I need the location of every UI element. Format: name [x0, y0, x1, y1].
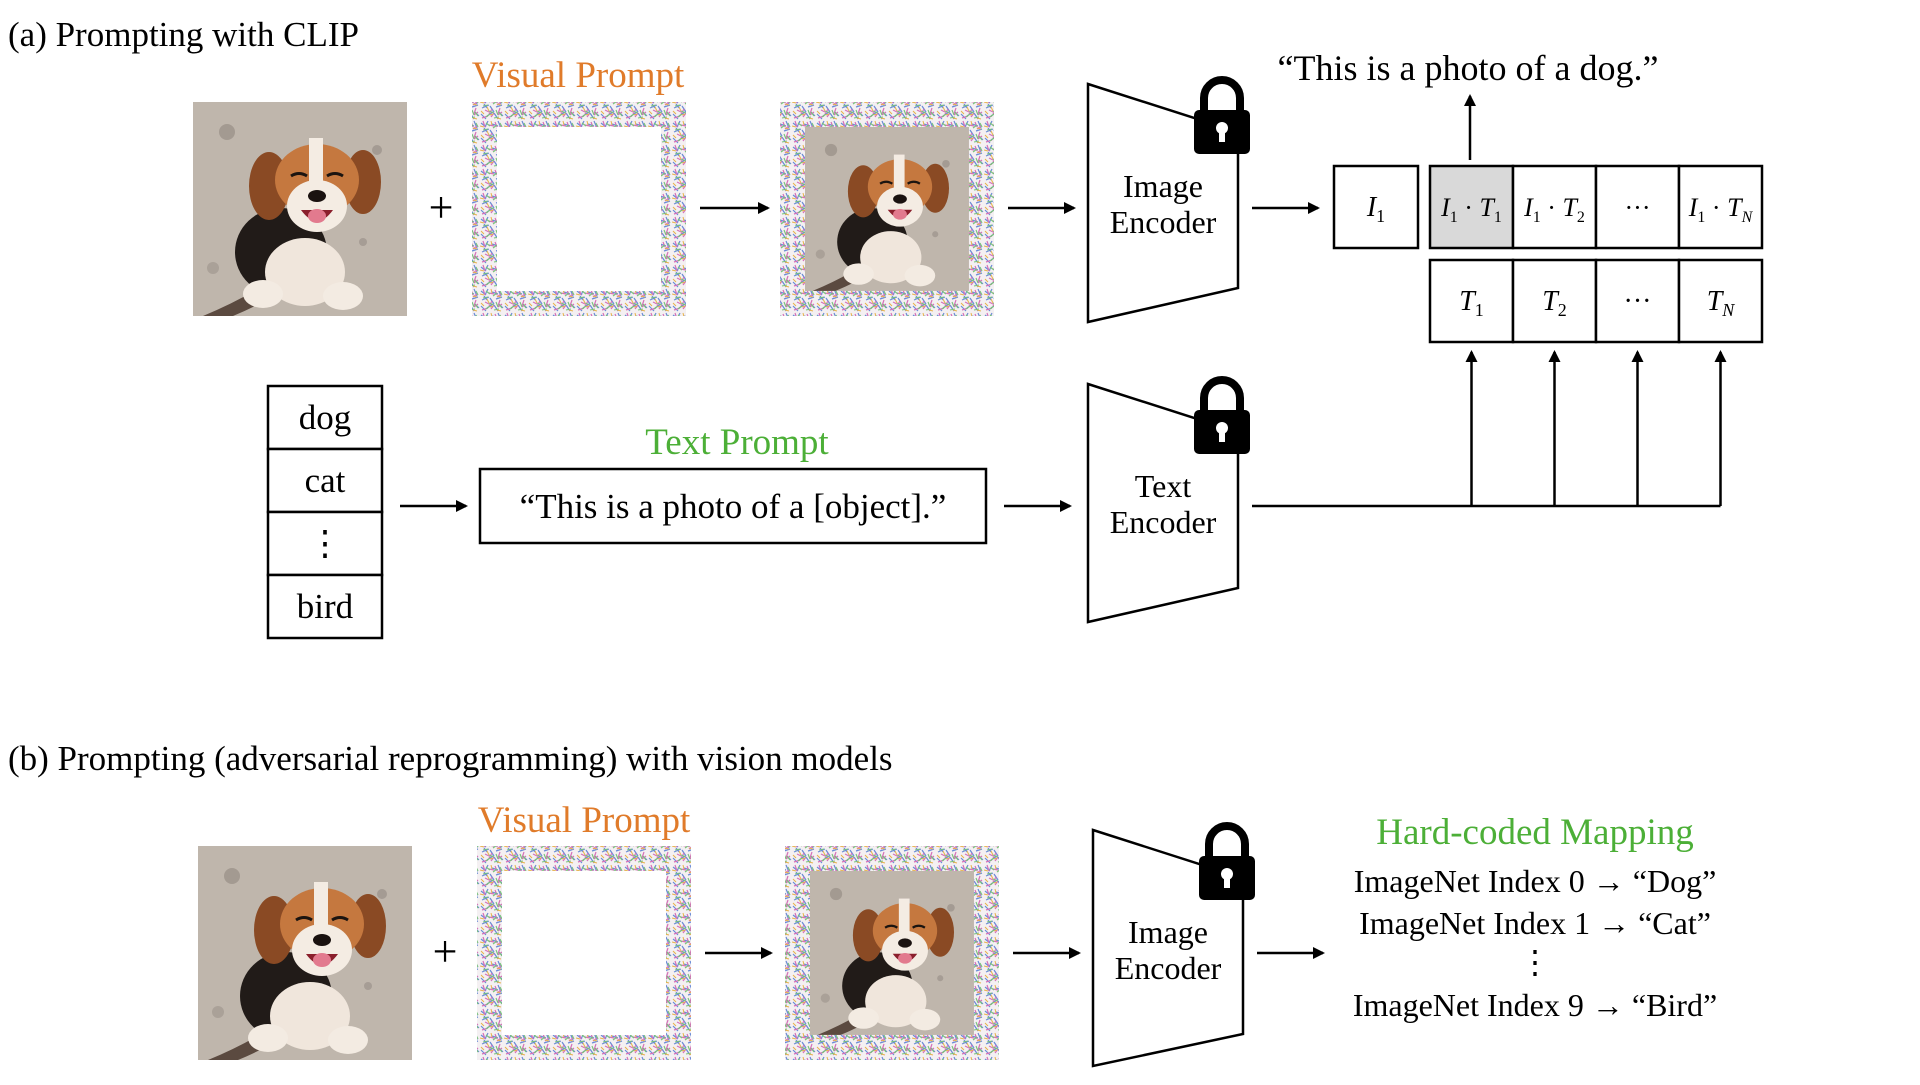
text-embedding-row: T1 T2 ··· TN — [1428, 258, 1764, 344]
text-encoder-line1: Text — [1135, 468, 1192, 504]
text-embedding-label: ··· — [1624, 286, 1652, 317]
class-label: cat — [305, 461, 346, 500]
prompted-dog-photo — [780, 102, 994, 316]
class-list-item: cat — [266, 447, 384, 514]
text-encoder-line2: Encoder — [1110, 504, 1217, 540]
section-a: (a) Prompting with CLIP + Visual Prompt … — [8, 15, 1764, 640]
text-embedding-cell: T1 — [1428, 258, 1515, 344]
visual-prompt-label: Visual Prompt — [472, 55, 685, 96]
input-dog-photo — [191, 100, 409, 318]
input-dog-photo-b — [196, 844, 414, 1062]
similarity-cell-label: I1 · TN — [1688, 193, 1754, 226]
mapping-line: ⋮ — [1519, 944, 1551, 980]
image-embedding-symbol: I — [1366, 192, 1378, 223]
text-encoder-connector — [1252, 350, 1727, 508]
section-b-title: (b) Prompting (adversarial reprogramming… — [8, 739, 893, 778]
similarity-cell: I1 · T2 — [1511, 164, 1598, 250]
image-embedding-subscript: 1 — [1376, 206, 1385, 226]
text-embedding-label: TN — [1707, 286, 1736, 320]
similarity-cell-label: I1 · T2 — [1523, 193, 1585, 226]
text-embedding-label: T2 — [1542, 286, 1567, 320]
similarity-cell-label: ··· — [1625, 193, 1651, 222]
mapping-line: ImageNet Index 0 → “Dog” — [1354, 863, 1717, 899]
output-caption: “This is a photo of a dog.” — [1278, 48, 1659, 88]
class-list: dog cat ⋮ bird — [266, 384, 384, 640]
lock-icon — [1199, 822, 1255, 900]
text-prompt-template-box: “This is a photo of a [object].” — [478, 467, 988, 545]
mapping-line: ImageNet Index 9 → “Bird” — [1353, 987, 1717, 1023]
text-embedding-cell: ··· — [1594, 258, 1681, 344]
similarity-cell: I1 · T1 — [1428, 164, 1515, 250]
visual-prompt-label-b: Visual Prompt — [478, 800, 691, 841]
text-embedding-cell: T2 — [1511, 258, 1598, 344]
image-encoder-b-line1: Image — [1128, 914, 1208, 950]
text-prompt-template: “This is a photo of a [object].” — [520, 487, 947, 526]
mapping-line: ImageNet Index 1 → “Cat” — [1359, 905, 1711, 941]
class-list-item: ⋮ — [266, 510, 384, 577]
class-label: ⋮ — [308, 524, 343, 563]
mapping-title: Hard-coded Mapping — [1376, 812, 1693, 853]
image-encoder-b-line2: Encoder — [1115, 950, 1222, 986]
class-label: dog — [299, 398, 352, 437]
class-list-item: bird — [266, 573, 384, 640]
section-a-title: (a) Prompting with CLIP — [8, 15, 359, 54]
class-list-item: dog — [266, 384, 384, 451]
plus-sign-b: + — [433, 927, 458, 976]
svg-text:I1: I1 — [1366, 192, 1385, 226]
image-encoder-line2: Encoder — [1110, 204, 1217, 240]
visual-prompt-frame — [472, 102, 686, 316]
similarity-row: I1 · T1 I1 · T2 ··· I1 · TN — [1428, 164, 1764, 250]
similarity-cell-label: I1 · T1 — [1440, 193, 1502, 226]
section-b: (b) Prompting (adversarial reprogramming… — [8, 739, 1717, 1068]
text-embedding-cell: TN — [1677, 258, 1764, 344]
image-encoder-line1: Image — [1123, 168, 1203, 204]
plus-sign: + — [429, 183, 454, 232]
similarity-cell: ··· — [1594, 164, 1681, 250]
prompted-dog-photo-b — [785, 846, 999, 1060]
text-embedding-label: T1 — [1459, 286, 1484, 320]
text-prompt-label: Text Prompt — [645, 422, 829, 463]
visual-prompt-frame-b — [477, 846, 691, 1060]
similarity-cell: I1 · TN — [1677, 164, 1764, 250]
class-label: bird — [297, 587, 354, 626]
image-embedding-cell: I1 — [1332, 164, 1420, 250]
lock-icon — [1194, 76, 1250, 154]
mapping-lines: ImageNet Index 0 → “Dog” ImageNet Index 1… — [1353, 863, 1717, 1023]
lock-icon — [1194, 376, 1250, 454]
